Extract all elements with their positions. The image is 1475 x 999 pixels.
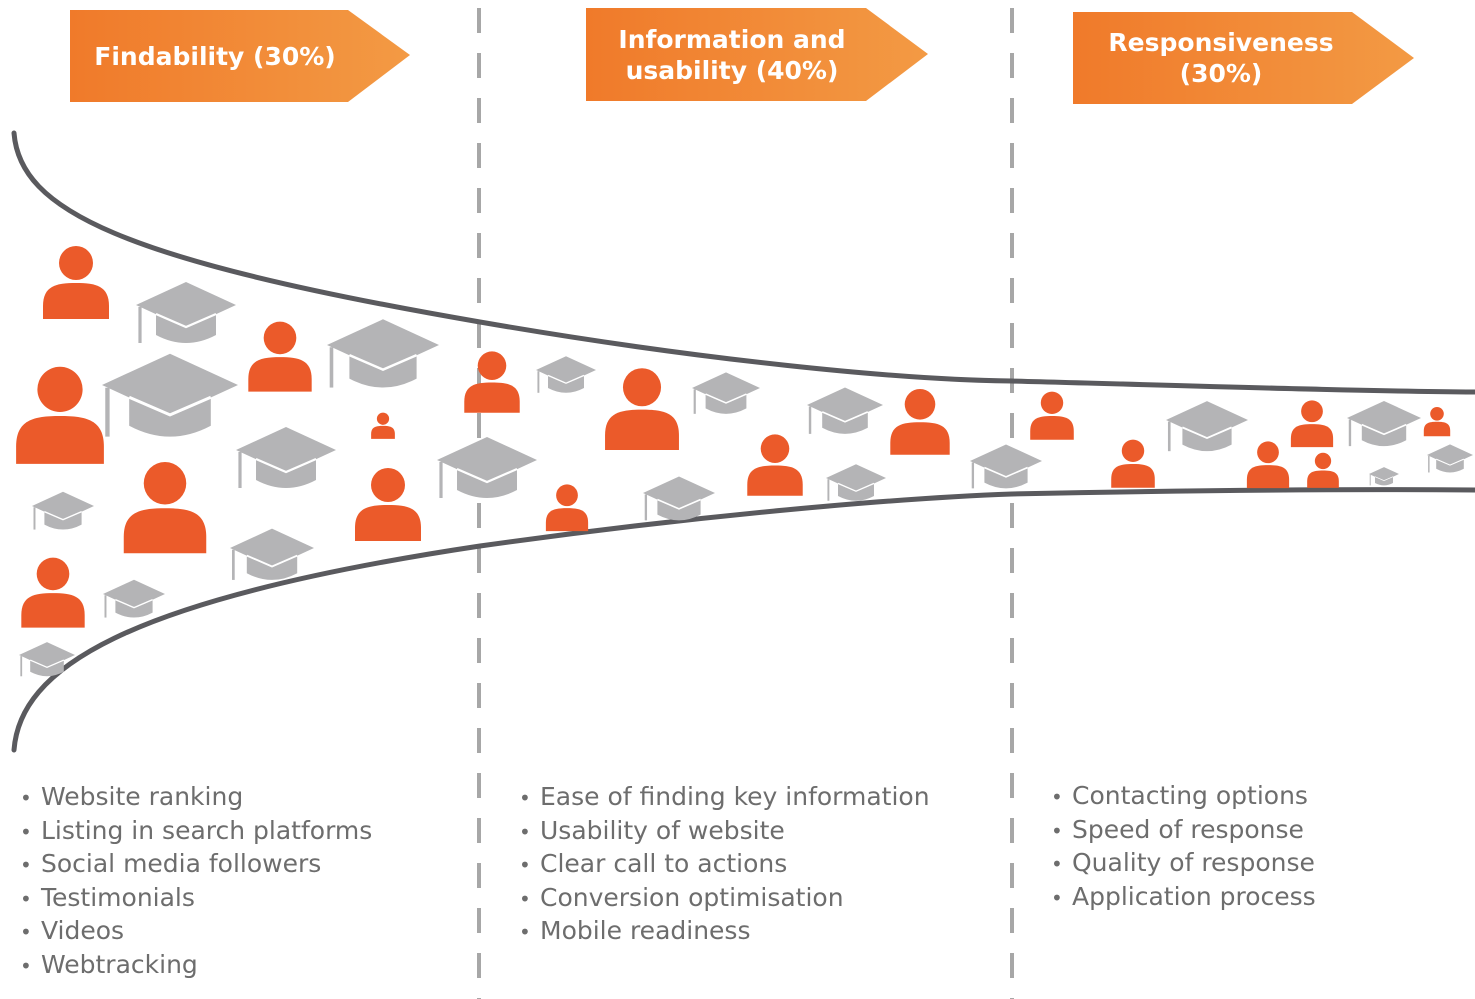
graduation-cap-icon: [102, 578, 166, 619]
person-icon: [1307, 452, 1339, 488]
person-icon: [43, 246, 109, 319]
person-icon: [1246, 441, 1290, 489]
graduation-cap-icon: [1426, 443, 1474, 474]
list-item: Listing in search platforms: [20, 815, 372, 849]
person-icon: [1030, 391, 1074, 440]
person-icon: [464, 351, 520, 413]
stage-title-responsiveness: Responsiveness (30%): [1108, 28, 1334, 88]
findability-criteria-list: Website ranking Listing in search platfo…: [20, 781, 372, 982]
graduation-cap-icon: [18, 641, 76, 678]
list-item: Application process: [1051, 881, 1316, 915]
information-usability-criteria-list: Ease of finding key information Usabilit…: [519, 781, 930, 949]
list-item: Contacting options: [1051, 780, 1316, 814]
list-item: Conversion optimisation: [519, 882, 930, 916]
list-item: Clear call to actions: [519, 848, 930, 882]
graduation-cap-icon: [1345, 399, 1423, 448]
stage-title-findability: Findability (30%): [94, 41, 336, 71]
person-icon: [1423, 407, 1451, 437]
person-icon: [1111, 439, 1155, 488]
graduation-cap-icon: [805, 386, 885, 436]
person-icon: [21, 557, 85, 628]
person-icon: [248, 321, 312, 392]
person-icon: [371, 412, 395, 439]
graduation-cap-icon: [641, 475, 717, 522]
stage-arrow-3: [1073, 12, 1414, 104]
list-item: Website ranking: [20, 781, 372, 815]
graduation-cap-icon: [825, 463, 887, 502]
graduation-cap-icon: [234, 425, 338, 490]
graduation-cap-icon: [102, 354, 238, 437]
list-item: Mobile readiness: [519, 915, 930, 949]
graduation-cap-icon: [31, 490, 95, 531]
list-item: Quality of response: [1051, 847, 1316, 881]
person-icon: [545, 484, 589, 532]
person-icon: [747, 434, 803, 496]
graduation-cap-icon: [325, 317, 441, 390]
list-item: Social media followers: [20, 848, 372, 882]
person-icon: [355, 468, 421, 541]
graduation-cap-icon: [1164, 399, 1250, 453]
list-item: Ease of finding key information: [519, 781, 930, 815]
funnel-icons: [16, 246, 1474, 678]
list-item: Webtracking: [20, 949, 372, 983]
person-icon: [605, 368, 679, 450]
list-item: Speed of response: [1051, 814, 1316, 848]
graduation-cap-icon: [435, 435, 539, 500]
funnel-bottom-curve: [11, 487, 1475, 753]
funnel-top-curve: [11, 130, 1475, 395]
stage-arrow-2: [586, 8, 928, 101]
stage-title-information-usability: Information and usability (40%): [618, 24, 846, 85]
person-icon: [123, 462, 207, 554]
graduation-cap-icon: [228, 527, 316, 582]
responsiveness-criteria-list: Contacting options Speed of response Qua…: [1051, 780, 1316, 914]
graduation-cap-icon: [1368, 466, 1400, 486]
person-icon: [890, 389, 950, 455]
list-item: Usability of website: [519, 815, 930, 849]
graduation-cap-icon: [134, 280, 238, 345]
person-icon: [16, 366, 104, 464]
list-item: Testimonials: [20, 882, 372, 916]
stage-arrow-1: [70, 10, 410, 102]
graduation-cap-icon: [535, 355, 597, 394]
graduation-cap-icon: [968, 443, 1044, 490]
person-icon: [1290, 400, 1334, 448]
graduation-cap-icon: [690, 371, 762, 415]
list-item: Videos: [20, 915, 372, 949]
